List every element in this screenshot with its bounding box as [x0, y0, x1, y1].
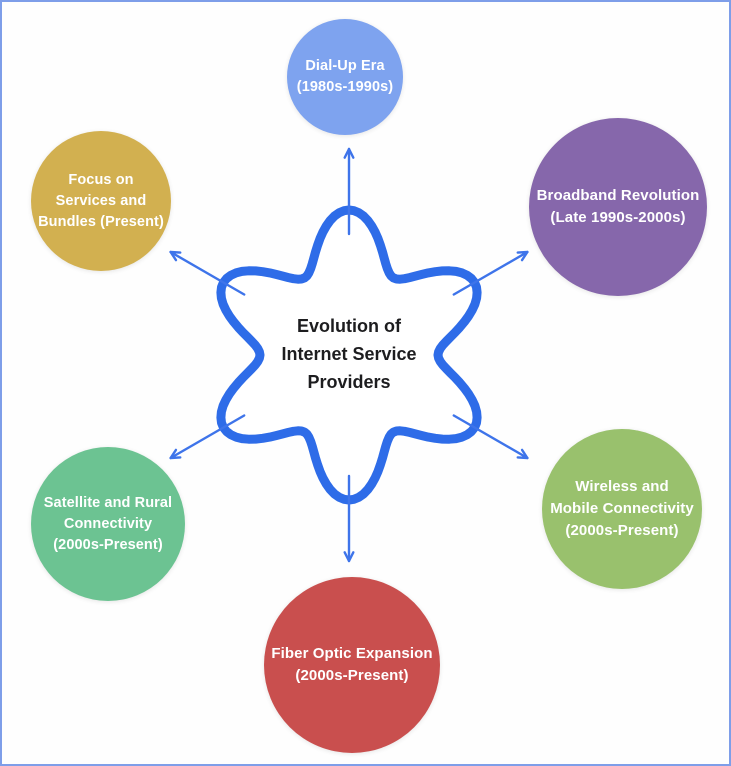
node-label-line: Bundles (Present): [38, 213, 164, 230]
center-star-shape[interactable]: [216, 205, 482, 505]
node-fiber-optic-expansion[interactable]: Fiber Optic Expansion (2000s-Present): [264, 577, 440, 753]
node-label-line: Broadband Revolution: [536, 187, 700, 204]
node-label-line: (2000s-Present): [565, 522, 679, 539]
node-label-line: Wireless and: [575, 478, 669, 495]
connector-arrow: [169, 414, 246, 460]
center-title-line: Internet Service: [281, 344, 417, 364]
node-label-line: Connectivity: [63, 515, 153, 532]
center-node-title[interactable]: Evolution of Internet Service Providers: [229, 312, 469, 396]
node-label-line: Satellite and Rural: [43, 494, 173, 511]
node-focus-services-bundles[interactable]: Focus on Services and Bundles (Present): [31, 131, 171, 271]
node-broadband-revolution[interactable]: Broadband Revolution (Late 1990s-2000s): [529, 118, 707, 296]
node-label-line: (Late 1990s-2000s): [550, 209, 686, 226]
node-satellite-rural-connectivity[interactable]: Satellite and Rural Connectivity (2000s-…: [31, 447, 185, 601]
center-title-line: Evolution of: [297, 316, 401, 336]
connector-arrows: [169, 147, 529, 563]
connector-arrow: [452, 414, 529, 460]
node-label-line: (2000s-Present): [295, 667, 409, 684]
node-label-line: (2000s-Present): [53, 536, 163, 553]
node-label-line: Dial-Up Era: [305, 58, 385, 74]
node-label-line: Focus on: [68, 171, 134, 188]
node-label-line: Mobile Connectivity: [550, 500, 694, 517]
node-label-line: Services and: [55, 192, 147, 209]
connector-arrow: [452, 250, 529, 296]
node-wireless-mobile-connectivity[interactable]: Wireless and Mobile Connectivity (2000s-…: [542, 429, 702, 589]
node-dial-up-era[interactable]: Dial-Up Era (1980s-1990s): [287, 19, 403, 135]
connector-arrow: [169, 250, 246, 296]
node-label-line: Fiber Optic Expansion: [271, 645, 433, 662]
node-label-line: (1980s-1990s): [296, 79, 394, 95]
center-title-line: Providers: [307, 372, 391, 392]
